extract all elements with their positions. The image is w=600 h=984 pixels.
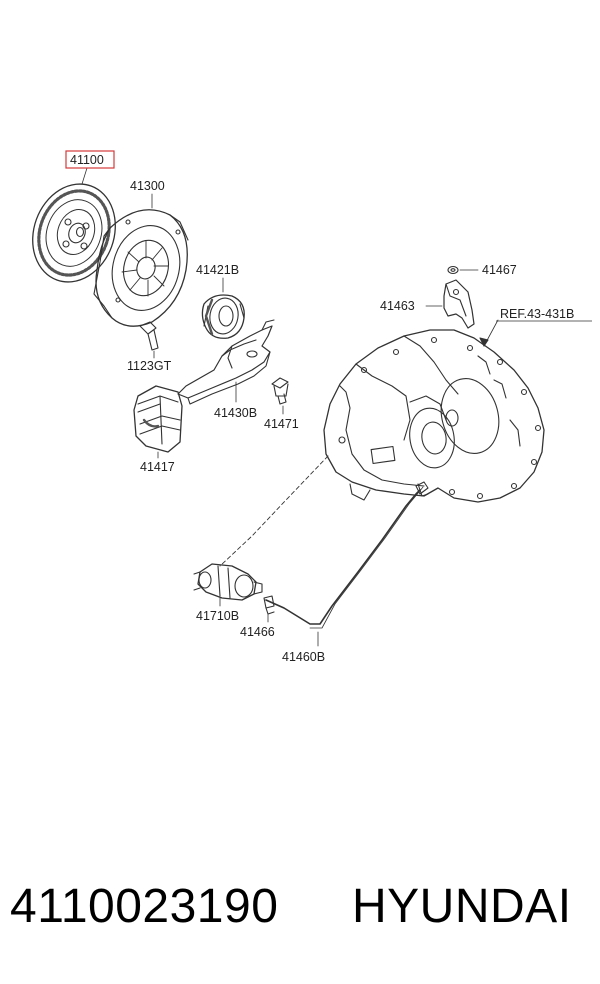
boot-drawing — [133, 385, 183, 459]
label-pressure-plate: 41300 — [130, 179, 165, 193]
label-release-fork: 41430B — [214, 406, 257, 420]
label-hydraulic-line: 41460B — [282, 650, 325, 664]
label-clutch-disc: 41100 — [70, 153, 104, 167]
brand-text: HYUNDAI — [352, 880, 572, 933]
release-bearing-drawing — [201, 277, 245, 339]
pressure-plate-drawing — [93, 193, 189, 327]
fitting-drawing — [263, 595, 275, 623]
clutch-disc-drawing — [32, 167, 116, 283]
label-fitting: 41466 — [240, 625, 275, 639]
caption-bar: 4110023190 HYUNDAI — [0, 872, 600, 942]
washer-drawing — [447, 265, 479, 275]
master-cylinder-drawing — [193, 563, 263, 607]
highlight-box — [65, 150, 115, 169]
label-fork-pivot: 41471 — [264, 417, 299, 431]
label-washer: 41467 — [482, 263, 517, 277]
label-bracket: 41463 — [380, 299, 415, 313]
transmission-housing-drawing — [323, 319, 545, 503]
label-bolt: 1123GT — [127, 359, 172, 373]
connection-dashed-line — [219, 455, 329, 567]
label-ref: REF.43-431B — [500, 307, 574, 321]
fork-pivot-drawing — [271, 377, 289, 415]
bolt-drawing — [139, 321, 159, 359]
bracket-drawing — [425, 279, 475, 329]
hydraulic-line-drawing — [265, 481, 429, 647]
release-fork-drawing — [177, 319, 275, 405]
label-release-bearing: 41421B — [196, 263, 239, 277]
label-master-cylinder: 41710B — [196, 609, 239, 623]
label-boot: 41417 — [140, 460, 175, 474]
part-number-text: 4110023190 — [10, 880, 279, 933]
